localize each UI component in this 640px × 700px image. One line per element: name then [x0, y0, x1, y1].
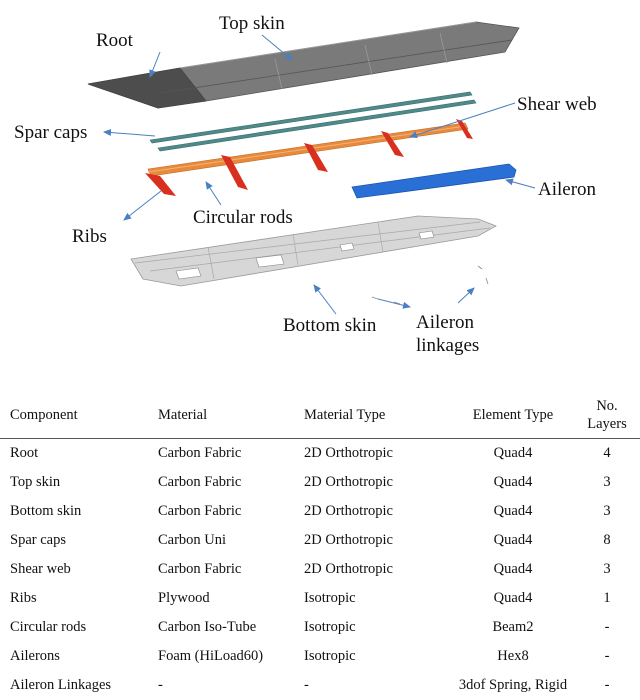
cell-layers: -	[582, 613, 640, 642]
table-row: Aileron Linkages--3dof Spring, Rigid-	[0, 671, 640, 700]
cell-component: Ribs	[0, 584, 158, 613]
cell-material-type: 2D Orthotropic	[304, 439, 444, 469]
cell-material-type: 2D Orthotropic	[304, 555, 444, 584]
label-shear-web: Shear web	[517, 95, 597, 115]
label-circular-rods: Circular rods	[193, 208, 293, 228]
table-header-row: Component Material Material Type Element…	[0, 392, 640, 439]
cell-element-type: Quad4	[444, 497, 582, 526]
header-material-type: Material Type	[304, 392, 444, 439]
cell-layers: -	[582, 642, 640, 671]
aileron-linkages-part	[372, 266, 488, 304]
cell-layers: 3	[582, 468, 640, 497]
aileron-part	[352, 164, 516, 198]
cell-material: Carbon Fabric	[158, 439, 304, 469]
exploded-wing-figure: Root Top skin Shear web Spar caps Ailero…	[0, 0, 640, 372]
header-no-layers: No. Layers	[582, 392, 640, 439]
cell-element-type: Quad4	[444, 439, 582, 469]
header-material: Material	[158, 392, 304, 439]
cell-material-type: -	[304, 671, 444, 700]
label-spar-caps: Spar caps	[14, 123, 87, 143]
cell-material-type: 2D Orthotropic	[304, 497, 444, 526]
header-no-layers-line2: Layers	[582, 415, 632, 433]
cell-element-type: Hex8	[444, 642, 582, 671]
cell-layers: 1	[582, 584, 640, 613]
cell-layers: 8	[582, 526, 640, 555]
cell-element-type: Beam2	[444, 613, 582, 642]
label-aileron-linkages-line1: Aileron	[416, 311, 479, 334]
cell-material-type: 2D Orthotropic	[304, 526, 444, 555]
cell-component: Shear web	[0, 555, 158, 584]
label-root: Root	[96, 31, 133, 51]
cell-element-type: Quad4	[444, 526, 582, 555]
cell-component: Circular rods	[0, 613, 158, 642]
cell-layers: 4	[582, 439, 640, 469]
header-component: Component	[0, 392, 158, 439]
cell-material-type: 2D Orthotropic	[304, 468, 444, 497]
label-ribs: Ribs	[72, 227, 107, 247]
cell-material-type: Isotropic	[304, 613, 444, 642]
label-bottom-skin: Bottom skin	[283, 316, 376, 336]
label-top-skin: Top skin	[219, 14, 285, 34]
cell-element-type: Quad4	[444, 468, 582, 497]
cell-material: Plywood	[158, 584, 304, 613]
label-aileron-linkages-line2: linkages	[416, 334, 479, 357]
label-aileron-linkages: Aileron linkages	[416, 311, 479, 357]
cell-element-type: Quad4	[444, 584, 582, 613]
cell-component: Root	[0, 439, 158, 469]
label-aileron: Aileron	[538, 180, 596, 200]
cell-component: Aileron Linkages	[0, 671, 158, 700]
cell-material-type: Isotropic	[304, 642, 444, 671]
cell-material: Carbon Uni	[158, 526, 304, 555]
cell-layers: 3	[582, 497, 640, 526]
cell-material: Carbon Iso-Tube	[158, 613, 304, 642]
cell-layers: 3	[582, 555, 640, 584]
cell-material: -	[158, 671, 304, 700]
cell-material: Carbon Fabric	[158, 497, 304, 526]
cell-component: Bottom skin	[0, 497, 158, 526]
cell-component: Top skin	[0, 468, 158, 497]
cell-material: Carbon Fabric	[158, 555, 304, 584]
cell-element-type: Quad4	[444, 555, 582, 584]
cell-material: Carbon Fabric	[158, 468, 304, 497]
header-no-layers-line1: No.	[582, 397, 632, 415]
cell-material-type: Isotropic	[304, 584, 444, 613]
cell-component: Ailerons	[0, 642, 158, 671]
cell-element-type: 3dof Spring, Rigid	[444, 671, 582, 700]
cell-component: Spar caps	[0, 526, 158, 555]
cell-material: Foam (HiLoad60)	[158, 642, 304, 671]
bottom-skin-part	[131, 216, 496, 286]
cell-layers: -	[582, 671, 640, 700]
header-element-type: Element Type	[444, 392, 582, 439]
component-table: Component Material Material Type Element…	[0, 392, 640, 700]
